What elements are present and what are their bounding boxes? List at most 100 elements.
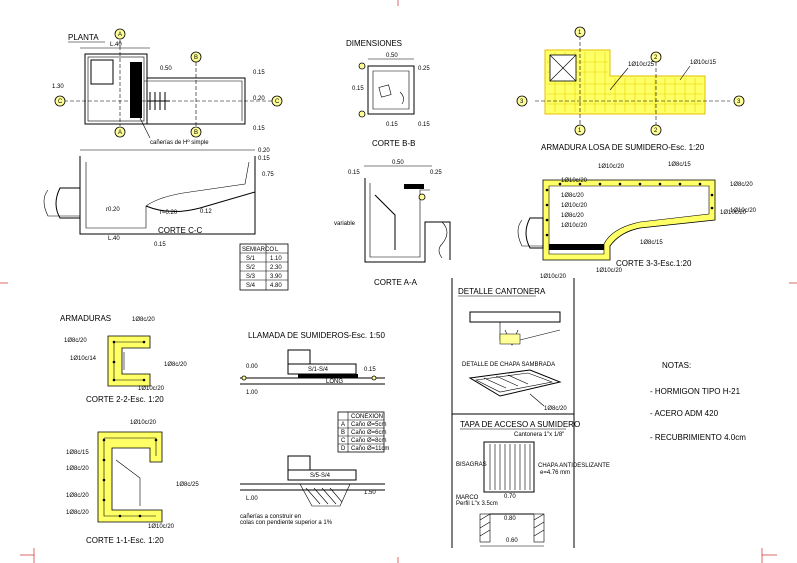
svg-text:S/5-S/4: S/5-S/4 bbox=[310, 473, 331, 479]
corte-bb-view: CORTE B-B 0.50 0.15 0.25 variable CORTE … bbox=[334, 139, 451, 287]
svg-text:L.40: L.40 bbox=[110, 42, 122, 48]
armaduras-view: ARMADURAS 1Ø8c/20 1Ø8c/20 1Ø10c/14 1Ø10c… bbox=[60, 314, 187, 404]
svg-text:1Ø10c/20: 1Ø10c/20 bbox=[148, 524, 175, 530]
corte-11-view: 1Ø10c/20 1Ø8c/15 1Ø8c/20 1Ø8c/20 1Ø8c/20… bbox=[66, 420, 199, 545]
svg-text:r0.20: r0.20 bbox=[106, 207, 120, 213]
svg-text:variable: variable bbox=[334, 221, 356, 227]
marker-3: 3 bbox=[520, 99, 524, 105]
svg-text:0.50: 0.50 bbox=[386, 53, 398, 59]
notes-block: NOTAS: - HORMIGON TIPO H-21 - ACERO ADM … bbox=[650, 361, 746, 442]
svg-text:1Ø10c/20: 1Ø10c/20 bbox=[561, 203, 588, 209]
svg-text:0.15: 0.15 bbox=[154, 242, 166, 248]
svg-text:1Ø10c/20: 1Ø10c/20 bbox=[720, 210, 747, 216]
svg-text:LONG: LONG bbox=[326, 379, 343, 385]
tapa-slats bbox=[489, 444, 531, 490]
dimensiones-title: DIMENSIONES bbox=[346, 39, 402, 48]
svg-text:1Ø8c/15: 1Ø8c/15 bbox=[66, 450, 89, 456]
svg-text:1Ø8c/15: 1Ø8c/15 bbox=[668, 162, 691, 168]
llamada-view: LLAMADA DE SUMIDEROS-Esc. 1:50 0.00 1.00… bbox=[240, 331, 389, 526]
corte-33-title: CORTE 3-3-Esc.1:20 bbox=[616, 259, 692, 268]
table-header-2: L bbox=[275, 247, 279, 253]
svg-text:1.50: 1.50 bbox=[364, 490, 376, 496]
svg-text:1.30: 1.30 bbox=[52, 84, 64, 90]
svg-text:r=0.20: r=0.20 bbox=[160, 210, 178, 216]
svg-text:1Ø10c/20: 1Ø10c/20 bbox=[138, 386, 165, 392]
note-1: - HORMIGON TIPO H-21 bbox=[650, 387, 741, 396]
svg-text:1Ø8c/20: 1Ø8c/20 bbox=[164, 362, 187, 368]
svg-text:0.50: 0.50 bbox=[392, 160, 404, 166]
table-header-1: SEMIARCO bbox=[242, 247, 274, 253]
svg-text:Caño Ø=6cm: Caño Ø=6cm bbox=[351, 430, 387, 436]
svg-text:0.15: 0.15 bbox=[418, 122, 430, 128]
svg-text:DETALLE DE CHAPA SAMBRADA: DETALLE DE CHAPA SAMBRADA bbox=[462, 362, 555, 368]
svg-text:e=4.76 mm: e=4.76 mm bbox=[540, 470, 570, 476]
corte-33-view: 1Ø10c/20 1Ø8c/15 1Ø10c/20 1Ø8c/20 1Ø10c/… bbox=[517, 162, 757, 280]
svg-text:1Ø10c/20: 1Ø10c/20 bbox=[561, 223, 588, 229]
tapa-view: TAPA DE ACCESO A SUMIDERO Cantonera 1"x … bbox=[456, 420, 610, 547]
svg-text:1Ø8c/20: 1Ø8c/20 bbox=[561, 193, 584, 199]
svg-text:1Ø10c/20: 1Ø10c/20 bbox=[561, 178, 588, 184]
svg-text:0.15: 0.15 bbox=[386, 122, 398, 128]
svg-text:1Ø10c/20: 1Ø10c/20 bbox=[540, 274, 567, 280]
svg-text:0.25: 0.25 bbox=[430, 170, 442, 176]
svg-text:cañerías de Hº simple: cañerías de Hº simple bbox=[150, 139, 209, 146]
svg-text:0.00: 0.00 bbox=[246, 364, 258, 370]
svg-text:0.70: 0.70 bbox=[504, 494, 516, 500]
svg-text:1Ø10c/14: 1Ø10c/14 bbox=[70, 356, 97, 362]
marker-a: A bbox=[118, 32, 122, 38]
marker-1: 1 bbox=[578, 30, 582, 36]
svg-text:2: 2 bbox=[654, 128, 658, 134]
svg-text:0.20: 0.20 bbox=[253, 96, 265, 102]
svg-text:BISAGRAS: BISAGRAS bbox=[456, 462, 487, 468]
svg-text:D: D bbox=[341, 446, 346, 452]
svg-text:A: A bbox=[341, 422, 345, 428]
svg-text:C: C bbox=[341, 438, 346, 444]
svg-text:0.50: 0.50 bbox=[160, 66, 172, 72]
svg-text:1Ø10c/20: 1Ø10c/20 bbox=[598, 164, 625, 170]
svg-text:Cantonera 1"x 1/8": Cantonera 1"x 1/8" bbox=[514, 432, 564, 438]
table-cell: 3.90 bbox=[270, 274, 282, 280]
svg-text:1Ø10c/25: 1Ø10c/25 bbox=[628, 62, 655, 68]
svg-text:0.75: 0.75 bbox=[262, 172, 274, 178]
svg-text:CONEXION: CONEXION bbox=[351, 414, 383, 420]
svg-text:cañerías a construir en: cañerías a construir en bbox=[240, 514, 301, 520]
svg-text:1.00: 1.00 bbox=[246, 390, 258, 396]
corte-22-title: CORTE 2-2-Esc. 1:20 bbox=[86, 395, 164, 404]
svg-text:0.15: 0.15 bbox=[253, 70, 265, 76]
svg-text:Caño Ø=8cm: Caño Ø=8cm bbox=[351, 438, 387, 444]
svg-text:1Ø8c/25: 1Ø8c/25 bbox=[176, 482, 199, 488]
svg-text:CHAPA ANTIDESLIZANTE: CHAPA ANTIDESLIZANTE bbox=[538, 463, 610, 469]
table-cell: S/1 bbox=[246, 256, 256, 262]
svg-text:1: 1 bbox=[578, 128, 582, 134]
svg-text:1Ø8c/20: 1Ø8c/20 bbox=[561, 213, 584, 219]
svg-text:1Ø8c/20: 1Ø8c/20 bbox=[544, 406, 567, 412]
svg-text:1Ø8c/15: 1Ø8c/15 bbox=[640, 240, 663, 246]
svg-text:MARCO: MARCO bbox=[456, 495, 479, 501]
svg-text:B: B bbox=[341, 430, 345, 436]
table-cell: S/2 bbox=[246, 265, 256, 271]
svg-text:1Ø8c/20: 1Ø8c/20 bbox=[730, 182, 753, 188]
svg-text:A: A bbox=[118, 130, 122, 136]
dimensiones-view: DIMENSIONES 0.50 0.25 0.15 0.15 0.15 bbox=[346, 39, 430, 128]
svg-text:1Ø10c/15: 1Ø10c/15 bbox=[690, 60, 717, 66]
note-2: - ACERO ADM 420 bbox=[650, 409, 719, 418]
corte-11-title: CORTE 1-1-Esc. 1:20 bbox=[86, 536, 164, 545]
svg-text:L.40: L.40 bbox=[108, 236, 120, 242]
svg-text:colas con pendiente superior a: colas con pendiente superior a 1% bbox=[240, 520, 333, 526]
cantonera-title: DETALLE CANTONERA bbox=[458, 287, 546, 296]
detail-panels bbox=[451, 278, 575, 548]
svg-text:C: C bbox=[275, 99, 280, 105]
svg-text:0.60: 0.60 bbox=[506, 538, 518, 544]
svg-text:0.15: 0.15 bbox=[352, 86, 364, 92]
svg-text:0.20: 0.20 bbox=[258, 148, 270, 154]
svg-text:3: 3 bbox=[737, 99, 741, 105]
svg-text:0.15: 0.15 bbox=[364, 367, 376, 373]
table-cell: S/4 bbox=[246, 283, 256, 289]
tapa-title: TAPA DE ACCESO A SUMIDERO bbox=[460, 420, 580, 429]
planta-title: PLANTA bbox=[68, 33, 99, 42]
svg-text:L.00: L.00 bbox=[246, 496, 258, 502]
svg-text:0.15: 0.15 bbox=[253, 126, 265, 132]
armadura-losa-title: ARMADURA LOSA DE SUMIDERO-Esc. 1:20 bbox=[541, 143, 705, 152]
